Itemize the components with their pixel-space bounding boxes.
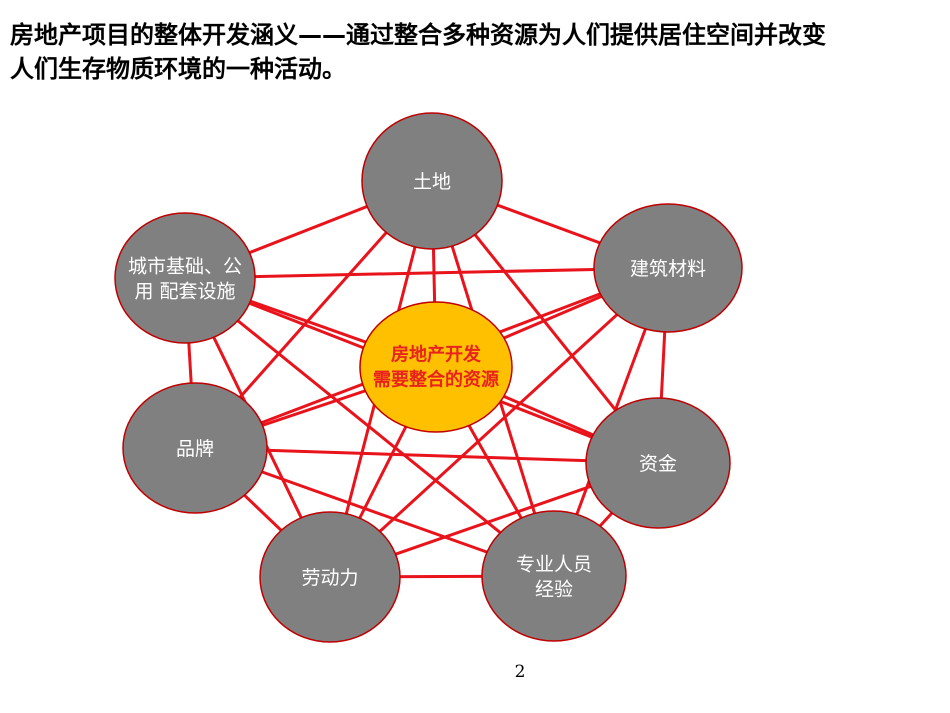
node-circle-infrastructure [114,212,256,344]
node-brand: 品牌 [122,382,268,514]
node-circle-land [361,112,503,250]
node-materials: 建筑材料 [593,203,743,333]
center-label: 需要整合的资源 [373,369,499,391]
node-label-professionals: 专业人员 [516,554,592,576]
node-label-capital: 资金 [639,453,677,475]
node-label-infrastructure: 用 配套设施 [134,281,235,303]
title-line-1: 房地产项目的整体开发涵义——通过整合多种资源为人们提供居住空间并改变 [10,21,826,49]
center-circle [359,301,513,433]
node-infrastructure: 城市基础、公用 配套设施 [114,212,256,344]
node-capital: 资金 [585,397,731,529]
node-circle-materials [593,203,743,333]
node-labor: 劳动力 [259,511,401,643]
edge-professionals-infrastructure [184,276,555,578]
node-label-land: 土地 [413,171,451,193]
node-circle-brand [122,382,268,514]
slide-title: 房地产项目的整体开发涵义——通过整合多种资源为人们提供居住空间并改变 人们生存物… [10,18,940,86]
edge-capital-brand [194,446,659,465]
node-label-professionals: 经验 [535,579,573,601]
node-label-materials: 建筑材料 [630,258,706,280]
node-label-brand: 品牌 [176,438,214,460]
node-label-labor: 劳动力 [301,567,358,589]
node-circle-capital [585,397,731,529]
node-land: 土地 [361,112,503,250]
page-number: 2 [514,662,526,682]
edge-materials-labor [328,266,670,579]
node-label-infrastructure: 城市基础、公 [128,256,242,278]
node-circle-labor [259,511,401,643]
node-circle-professionals [481,510,627,642]
edge-materials-infrastructure [184,266,669,280]
center-label: 房地产开发 [391,344,482,366]
title-line-2: 人们生存物质环境的一种活动。 [10,55,346,83]
